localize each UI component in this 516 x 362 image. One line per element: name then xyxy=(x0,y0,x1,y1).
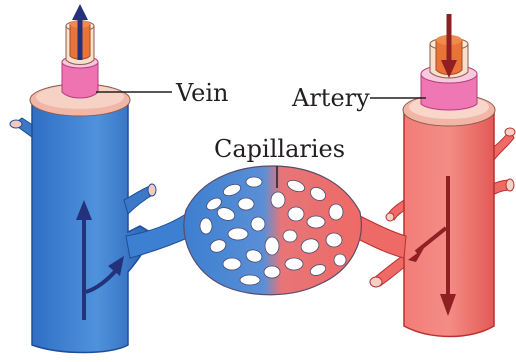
artery xyxy=(370,14,515,337)
vein xyxy=(10,4,156,353)
vein-flow-arrowhead xyxy=(72,4,88,20)
capillaries-label: Capillaries xyxy=(214,135,345,163)
capillary-network xyxy=(126,166,406,295)
artery-label: Artery xyxy=(291,84,370,112)
vein-label: Vein xyxy=(175,79,228,107)
